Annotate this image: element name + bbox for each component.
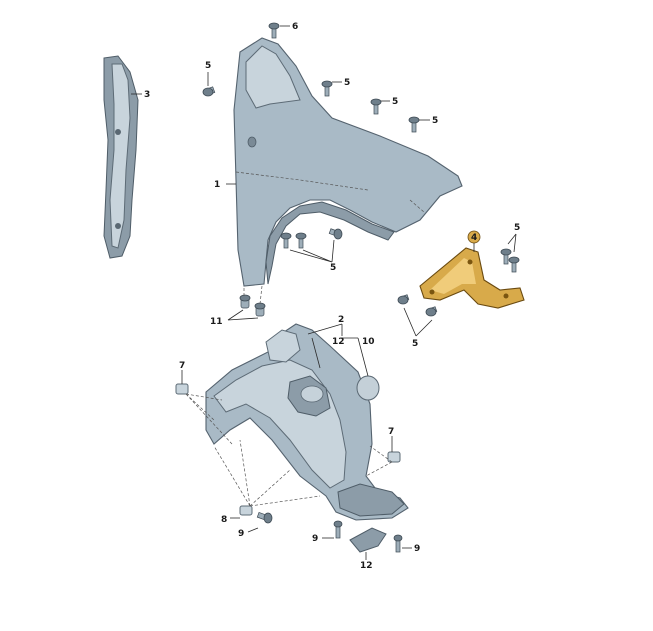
bolt-icon [268, 22, 280, 39]
clip-icon [239, 505, 253, 516]
bolt-icon [280, 232, 292, 249]
fender-part [233, 37, 463, 287]
bolt-icon [328, 228, 343, 240]
clip-icon [387, 451, 401, 463]
fender-top-bolts [202, 22, 420, 133]
callout-12a: 12 [332, 337, 345, 347]
callout-1: 1 [214, 180, 220, 190]
leader-2 [307, 323, 369, 377]
screw-icon [393, 534, 403, 553]
liner-fasteners [239, 505, 403, 553]
callout-5e: 5 [330, 263, 336, 273]
callout-8: 8 [221, 515, 227, 525]
bolt-icon [321, 80, 333, 97]
callout-5a: 5 [344, 78, 350, 88]
bolt-icon [295, 232, 307, 249]
fender-clips [239, 294, 266, 317]
bracket-part [419, 247, 525, 309]
callout-4: 4 [471, 233, 477, 243]
leader-5e [289, 239, 335, 263]
callout-12b: 12 [360, 561, 373, 571]
clip-icon [349, 527, 387, 553]
screw-icon [333, 520, 343, 539]
clip-icon [239, 294, 251, 309]
callout-3: 3 [144, 90, 150, 100]
bolt-icon [408, 116, 420, 133]
alignment-lines [185, 393, 393, 507]
callout-5f: 5 [514, 223, 520, 233]
callout-5c: 5 [432, 116, 438, 126]
leader-5g [403, 307, 433, 337]
fender-lower-bolts [280, 228, 343, 249]
callout-5d: 5 [205, 61, 211, 71]
callout-9a: 9 [238, 529, 244, 539]
leader-5f [507, 233, 517, 253]
callout-7b: 7 [388, 427, 394, 437]
bolt-icon [397, 294, 410, 305]
bolt-icon [370, 98, 382, 115]
callout-9c: 9 [414, 544, 420, 554]
wheel-arch-liner-part [205, 323, 409, 521]
callout-7a: 7 [179, 361, 185, 371]
callout-2: 2 [338, 315, 344, 325]
bolt-icon [425, 306, 438, 317]
callout-6: 6 [292, 22, 298, 32]
leader-11 [227, 309, 259, 321]
bolt-icon [508, 256, 520, 273]
callout-9b: 9 [312, 534, 318, 544]
clip-icon [175, 383, 189, 395]
bolt-icon [500, 248, 512, 265]
bracket-marker: 4 [467, 230, 481, 244]
cap-part [356, 375, 380, 401]
callout-5g: 5 [412, 339, 418, 349]
bracket-bolts [397, 248, 520, 317]
leader-9a [247, 527, 259, 533]
bolt-icon [202, 86, 216, 97]
clip-icon [254, 302, 266, 317]
support-bar-part [103, 55, 139, 259]
callout-11: 11 [210, 317, 223, 327]
screw-icon [256, 511, 273, 524]
callout-10: 10 [362, 337, 375, 347]
callout-5b: 5 [392, 97, 398, 107]
